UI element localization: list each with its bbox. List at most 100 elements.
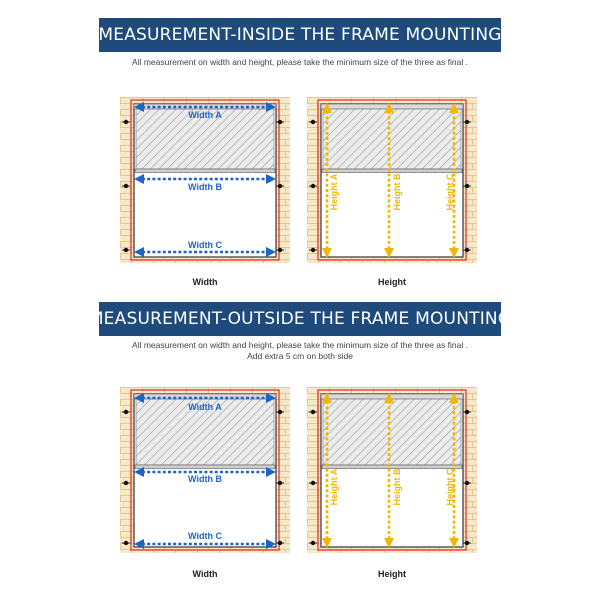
height-b-arrow bbox=[384, 103, 394, 258]
arrow-head-top bbox=[449, 393, 459, 403]
arrow-head-right bbox=[266, 102, 276, 112]
blind-shade bbox=[320, 103, 464, 173]
width-caption-inside: Width bbox=[192, 277, 218, 287]
bracket-screw bbox=[464, 119, 470, 125]
bracket-screw bbox=[310, 183, 316, 189]
bracket-screw bbox=[123, 480, 129, 486]
arrow-head-bottom bbox=[384, 538, 394, 548]
width-c-label: Width C bbox=[188, 240, 222, 250]
width-b-arrow bbox=[134, 174, 276, 184]
height-caption-outside: Height bbox=[378, 569, 406, 579]
arrow-head-right bbox=[266, 467, 276, 477]
arrow-head-right bbox=[266, 539, 276, 549]
bracket-screw bbox=[310, 119, 316, 125]
section-note-inside: All measurement on width and height, ple… bbox=[60, 57, 540, 68]
arrow-head-left bbox=[134, 174, 144, 184]
height-diagram-svg: Height A Height B Height C bbox=[307, 387, 477, 553]
blind-bottom-bar bbox=[134, 168, 276, 173]
bracket-screw bbox=[123, 247, 129, 253]
blind-shade bbox=[320, 393, 464, 469]
bracket-screw bbox=[277, 247, 283, 253]
bracket-screw bbox=[310, 480, 316, 486]
bracket-screw bbox=[123, 119, 129, 125]
arrow-head-left bbox=[134, 247, 144, 257]
mount-brackets bbox=[122, 409, 284, 546]
blind-fabric bbox=[322, 397, 462, 466]
bracket-screw bbox=[123, 540, 129, 546]
window-frame bbox=[317, 389, 467, 551]
bracket-screw bbox=[277, 119, 283, 125]
section-note-outside: All measurement on width and height, ple… bbox=[60, 340, 540, 362]
bracket-screw bbox=[464, 409, 470, 415]
bracket-screw bbox=[464, 540, 470, 546]
width-a-arrow bbox=[134, 393, 276, 403]
arrow-head-left bbox=[134, 102, 144, 112]
bracket-screw bbox=[277, 480, 283, 486]
arrow-head-top bbox=[384, 393, 394, 403]
width-diagram-svg: Width A Width B Width C bbox=[120, 97, 290, 263]
mount-brackets bbox=[309, 119, 471, 253]
arrow-head-right bbox=[266, 247, 276, 257]
height-c-arrow bbox=[449, 393, 459, 548]
blind-headrail bbox=[320, 393, 464, 400]
blind-bottom-bar bbox=[321, 464, 463, 469]
window-frame bbox=[130, 99, 280, 261]
section-title-outside: MEASUREMENT-OUTSIDE THE FRAME MOUNTING bbox=[89, 302, 511, 336]
width-c-label: Width C bbox=[188, 531, 222, 541]
note-line: Add extra 5 cm on both side bbox=[247, 351, 353, 361]
arrow-head-bottom bbox=[322, 248, 332, 258]
arrow-head-bottom bbox=[322, 538, 332, 548]
width-a-arrow bbox=[134, 102, 276, 112]
section-title-inside: MEASUREMENT-INSIDE THE FRAME MOUNTING bbox=[98, 18, 501, 52]
bracket-screw bbox=[310, 247, 316, 253]
blind-shade bbox=[133, 393, 277, 469]
width-diagram-inside: Width A Width B Width C bbox=[120, 97, 290, 263]
arrow-head-left bbox=[134, 393, 144, 403]
blind-headrail bbox=[320, 103, 464, 110]
arrow-head-right bbox=[266, 393, 276, 403]
bracket-screw bbox=[277, 409, 283, 415]
height-c-label: Height C bbox=[445, 173, 455, 210]
arrow-head-bottom bbox=[384, 248, 394, 258]
bracket-screw bbox=[123, 409, 129, 415]
arrow-head-top bbox=[322, 103, 332, 113]
arrow-head-left bbox=[134, 539, 144, 549]
note-line: All measurement on width and height, ple… bbox=[132, 57, 468, 67]
bracket-screw bbox=[310, 540, 316, 546]
blind-fabric bbox=[322, 107, 462, 170]
blind-fabric bbox=[135, 397, 275, 466]
arrow-head-top bbox=[322, 393, 332, 403]
bracket-screw bbox=[464, 247, 470, 253]
bracket-screw bbox=[464, 183, 470, 189]
height-diagram-outside: Height A Height B Height C bbox=[307, 387, 477, 553]
height-a-label: Height A bbox=[329, 468, 339, 505]
arrow-head-bottom bbox=[449, 248, 459, 258]
window-frame bbox=[317, 99, 467, 261]
arrow-head-right bbox=[266, 174, 276, 184]
width-caption-outside: Width bbox=[192, 569, 218, 579]
window-frame bbox=[130, 389, 280, 551]
width-b-label: Width B bbox=[188, 182, 222, 192]
width-a-label: Width A bbox=[188, 110, 222, 120]
height-b-label: Height B bbox=[392, 468, 402, 505]
height-c-label: Height C bbox=[445, 468, 455, 505]
note-line: All measurement on width and height, ple… bbox=[132, 340, 468, 350]
bracket-screw bbox=[277, 183, 283, 189]
mount-brackets bbox=[122, 119, 284, 253]
height-a-arrow bbox=[322, 393, 332, 548]
arrow-head-top bbox=[449, 103, 459, 113]
height-c-arrow bbox=[449, 103, 459, 258]
width-b-arrow bbox=[134, 467, 276, 477]
height-b-label: Height B bbox=[392, 173, 402, 210]
blind-bottom-bar bbox=[134, 464, 276, 469]
width-c-arrow bbox=[134, 247, 276, 257]
width-c-arrow bbox=[134, 539, 276, 549]
arrow-head-top bbox=[384, 103, 394, 113]
bracket-screw bbox=[310, 409, 316, 415]
bracket-screw bbox=[123, 183, 129, 189]
bracket-screw bbox=[464, 480, 470, 486]
arrow-head-left bbox=[134, 467, 144, 477]
height-caption-inside: Height bbox=[378, 277, 406, 287]
